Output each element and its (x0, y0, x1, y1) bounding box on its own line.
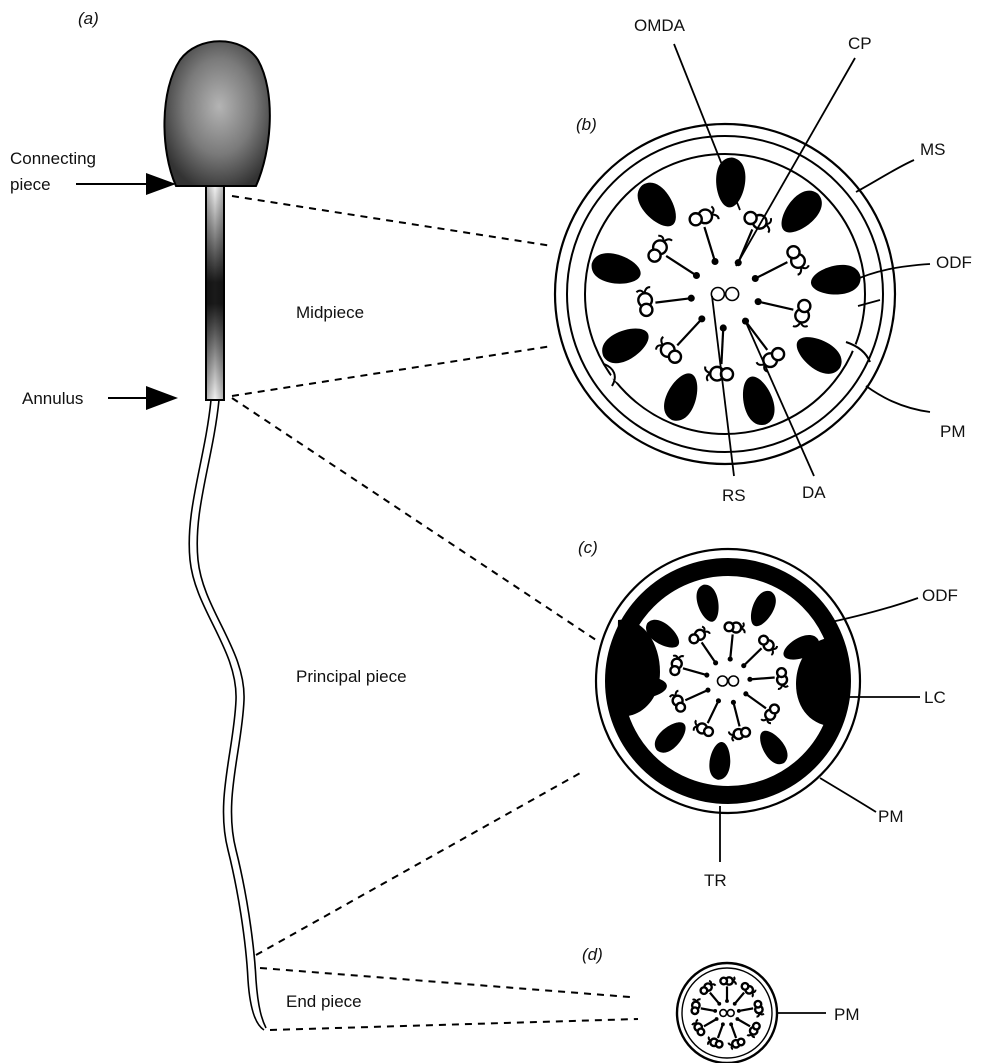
omda-label: OMDA (634, 16, 686, 35)
lc-label: LC (924, 688, 946, 707)
ms-label: MS (920, 140, 946, 159)
sperm-midpiece (206, 186, 224, 400)
panel-d-label: (d) (582, 945, 603, 964)
tr-label: TR (704, 871, 727, 890)
panel-a: (a) Connecting piece Annulus Midpiece Pr… (10, 9, 407, 1030)
svg-text:Connecting: Connecting (10, 149, 96, 168)
cp-label: CP (848, 34, 872, 53)
panel-b: (b) OMDA CP MS ODF PM RS (555, 16, 972, 505)
end-piece-cross-section (677, 963, 777, 1063)
pm-label-b: PM (940, 422, 966, 441)
sperm-tail (189, 400, 266, 1030)
pm-label-d: PM (834, 1005, 860, 1024)
panel-a-label: (a) (78, 9, 99, 28)
panel-d: (d) PM (582, 945, 860, 1063)
principal-piece-cross-section (596, 549, 860, 813)
annulus-arrow (108, 386, 178, 410)
svg-text:piece: piece (10, 175, 51, 194)
odf-label-b: ODF (936, 253, 972, 272)
odf-label-c: ODF (922, 586, 958, 605)
end-piece-label: End piece (286, 992, 362, 1011)
connecting-piece-arrow (76, 173, 176, 195)
midpiece-cross-section (555, 124, 895, 464)
panel-b-label: (b) (576, 115, 597, 134)
connecting-piece-label: Connecting piece (10, 149, 96, 194)
da-label: DA (802, 483, 826, 502)
rs-label: RS (722, 486, 746, 505)
sperm-head (164, 41, 269, 186)
annulus-label: Annulus (22, 389, 83, 408)
midpiece-label: Midpiece (296, 303, 364, 322)
panel-c-label: (c) (578, 538, 598, 557)
principal-piece-label: Principal piece (296, 667, 407, 686)
panel-c: (c) ODF LC PM TR (578, 538, 958, 890)
pm-label-c: PM (878, 807, 904, 826)
